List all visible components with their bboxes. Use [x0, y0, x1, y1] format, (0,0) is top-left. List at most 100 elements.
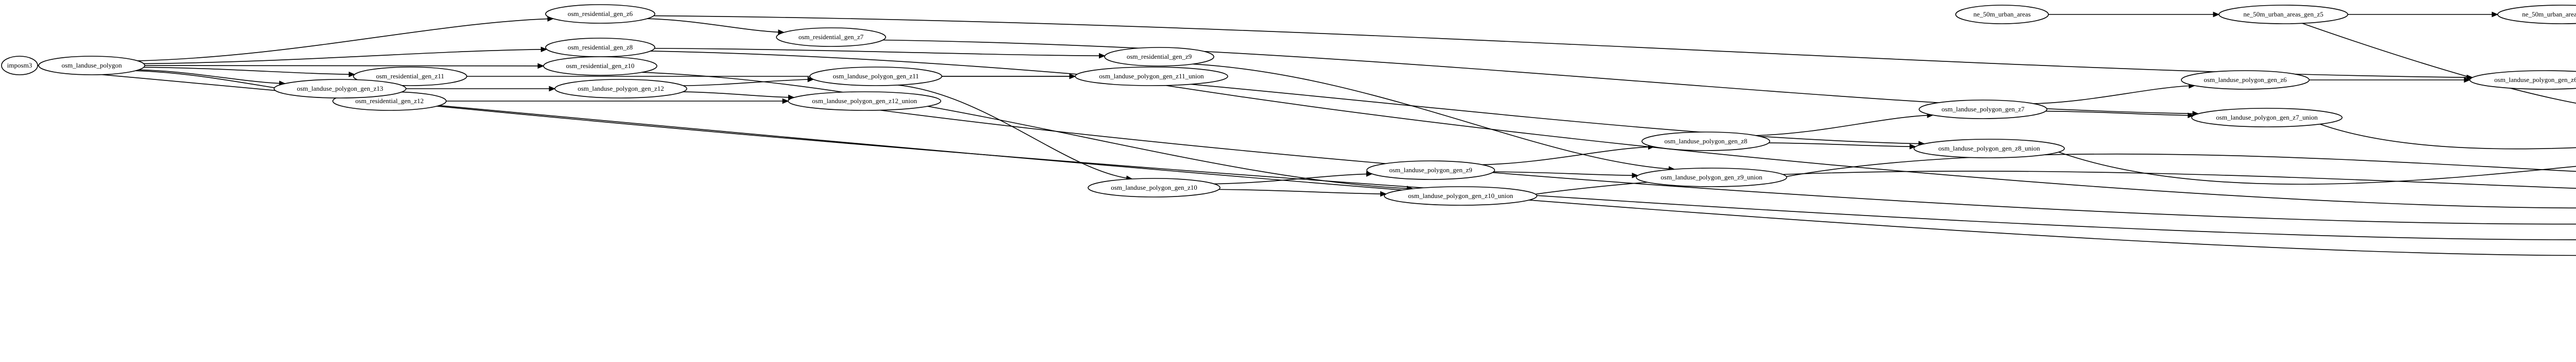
node-label: osm_landuse_polygon_gen_z10: [1111, 184, 1197, 191]
edge-arrowhead: [1632, 172, 1639, 178]
edge-arrowhead: [2492, 11, 2499, 18]
graph-edge: [641, 72, 1413, 189]
graph-edge: [144, 65, 544, 67]
graph-edge: [1494, 171, 1638, 176]
graph-edge-to-legend: [2302, 23, 2576, 104]
node-label: ne_50m_urban_areas_gen_z5: [2243, 10, 2323, 18]
graph-node-osm_landuse_polygon_gen_z12_union[interactable]: osm_landuse_polygon_gen_z12_union: [788, 91, 941, 111]
graph-node-ne_50m_urban_areas[interactable]: ne_50m_urban_areas: [1955, 5, 2049, 24]
edge-arrowhead: [1098, 53, 1106, 59]
node-label: imposm3: [7, 61, 32, 69]
node-ellipse[interactable]: [2497, 5, 2576, 24]
node-ellipse[interactable]: [274, 79, 406, 98]
graph-node-osm_landuse_polygon_gen_z10_union[interactable]: osm_landuse_polygon_gen_z10_union: [1384, 186, 1537, 206]
edge-arrowhead: [540, 46, 548, 53]
node-ellipse[interactable]: [1919, 100, 2047, 119]
node-label: osm_landuse_polygon_gen_z7_union: [2216, 113, 2318, 121]
node-label: osm_landuse_polygon_gen_z9: [1389, 166, 1472, 174]
node-ellipse[interactable]: [1, 56, 38, 75]
node-label: osm_residential_gen_z11: [376, 72, 444, 80]
node-ellipse[interactable]: [38, 56, 145, 75]
node-ellipse[interactable]: [1384, 186, 1537, 206]
graph-node-osm_landuse_polygon_gen_z9_union[interactable]: osm_landuse_polygon_gen_z9_union: [1636, 168, 1787, 187]
graph-node-osm_landuse_polygon_gen_z13[interactable]: osm_landuse_polygon_gen_z13: [274, 79, 406, 98]
graph-node-imposm3[interactable]: imposm3: [1, 56, 38, 75]
edge-arrowhead: [537, 63, 545, 69]
node-label: osm_residential_gen_z6: [568, 10, 633, 18]
graph-node-osm_landuse_polygon_gen_z6_union[interactable]: osm_landuse_polygon_gen_z6_union: [2469, 70, 2576, 90]
edge-arrowhead: [2188, 112, 2195, 119]
graph-edge-to-legend: [1165, 85, 2576, 209]
nodes-layer: imposm3 osm_landuse_polygon osm_residentia…: [1, 4, 2576, 206]
node-label: ne_50m_urban_areas: [1973, 10, 2030, 18]
node-ellipse[interactable]: [1955, 5, 2049, 24]
graph-node-osm_landuse_polygon_gen_z7[interactable]: osm_landuse_polygon_gen_z7: [1919, 100, 2047, 119]
node-label: osm_residential_gen_z7: [799, 33, 864, 41]
graph-node-osm_landuse_polygon_gen_z7_union[interactable]: osm_landuse_polygon_gen_z7_union: [2191, 108, 2343, 127]
node-label: osm_residential_gen_z12: [355, 97, 424, 105]
node-label: osm_landuse_polygon_gen_z7: [1941, 105, 2025, 113]
graph-node-osm_residential_gen_z11[interactable]: osm_residential_gen_z11: [353, 67, 467, 86]
node-ellipse[interactable]: [545, 4, 655, 24]
graph-edge: [653, 15, 2473, 78]
edge-arrowhead: [782, 98, 789, 104]
graph-node-osm_residential_gen_z6[interactable]: osm_residential_gen_z6: [545, 4, 655, 24]
graph-node-osm_landuse_polygon_gen_z8_union[interactable]: osm_landuse_polygon_gen_z8_union: [1913, 139, 2065, 158]
graph-node-osm_residential_gen_z10[interactable]: osm_residential_gen_z10: [543, 56, 657, 76]
node-label: ne_50m_urban_areas_gen_z4: [2522, 10, 2576, 18]
node-ellipse[interactable]: [2218, 5, 2348, 24]
graph-edge: [2045, 110, 2194, 116]
node-ellipse[interactable]: [543, 56, 657, 76]
graph-edge: [1218, 189, 1386, 194]
graph-edge: [897, 85, 1132, 179]
graph-edge-to-legend: [352, 97, 2576, 240]
node-label: osm_landuse_polygon_gen_z8_union: [1938, 144, 2040, 152]
edge-arrowhead: [549, 86, 556, 92]
graph-node-osm_landuse_polygon_gen_z11_union[interactable]: osm_landuse_polygon_gen_z11_union: [1075, 67, 1228, 86]
node-ellipse[interactable]: [1088, 178, 1221, 198]
node-ellipse[interactable]: [353, 67, 467, 86]
node-label: osm_landuse_polygon_gen_z12_union: [812, 97, 917, 105]
node-ellipse[interactable]: [2469, 70, 2576, 90]
node-ellipse[interactable]: [1636, 168, 1787, 187]
graph-edge: [144, 67, 355, 75]
edge-arrowhead: [1380, 191, 1387, 197]
node-label: osm_landuse_polygon_gen_z13: [297, 85, 383, 92]
graph-node-osm_landuse_polygon_gen_z11[interactable]: osm_landuse_polygon_gen_z11: [809, 67, 942, 86]
graph-node-osm_landuse_polygon_gen_z9[interactable]: osm_landuse_polygon_gen_z9: [1366, 160, 1495, 180]
graph-node-osm_landuse_polygon_gen_z8[interactable]: osm_landuse_polygon_gen_z8: [1641, 131, 1770, 151]
graph-edge-to-legend: [2319, 123, 2576, 150]
node-ellipse[interactable]: [2181, 70, 2310, 90]
node-ellipse[interactable]: [2191, 108, 2343, 127]
graph-node-ne_50m_urban_areas_gen_z5[interactable]: ne_50m_urban_areas_gen_z5: [2218, 5, 2348, 24]
node-ellipse[interactable]: [1075, 67, 1228, 86]
graph-edge-to-legend: [1786, 153, 2576, 177]
graph-node-osm_residential_gen_z9[interactable]: osm_residential_gen_z9: [1104, 47, 1214, 67]
graph-node-osm_landuse_polygon_gen_z10[interactable]: osm_landuse_polygon_gen_z10: [1088, 178, 1221, 198]
edge-arrowhead: [1069, 73, 1076, 79]
edge-arrowhead: [2213, 11, 2220, 18]
graph-edge: [683, 91, 794, 98]
node-ellipse[interactable]: [776, 27, 886, 47]
node-ellipse[interactable]: [1641, 131, 1770, 151]
node-label: osm_landuse_polygon_gen_z6: [2204, 76, 2287, 84]
graph-node-ne_50m_urban_areas_gen_z4[interactable]: ne_50m_urban_areas_gen_z4: [2497, 5, 2576, 24]
graph-edge: [2033, 85, 2195, 104]
node-ellipse[interactable]: [1366, 160, 1495, 180]
node-label: osm_landuse_polygon_gen_z11_union: [1099, 72, 1204, 80]
node-ellipse[interactable]: [1104, 47, 1214, 67]
node-ellipse[interactable]: [1913, 139, 2065, 158]
node-ellipse[interactable]: [554, 79, 687, 98]
node-label: osm_residential_gen_z8: [568, 43, 633, 51]
graph-node-osm_residential_gen_z8[interactable]: osm_residential_gen_z8: [545, 38, 655, 57]
graph-node-osm_residential_gen_z7[interactable]: osm_residential_gen_z7: [776, 27, 886, 47]
graph-edge: [683, 79, 814, 86]
graph-node-osm_landuse_polygon_gen_z6[interactable]: osm_landuse_polygon_gen_z6: [2181, 70, 2310, 90]
graph-edge-to-legend: [2058, 152, 2576, 185]
graph-node-osm_landuse_polygon[interactable]: osm_landuse_polygon: [38, 56, 145, 75]
node-ellipse[interactable]: [809, 67, 942, 86]
graph-edge: [654, 47, 1105, 57]
node-ellipse[interactable]: [788, 91, 941, 111]
graph-node-osm_landuse_polygon_gen_z12[interactable]: osm_landuse_polygon_gen_z12: [554, 79, 687, 98]
